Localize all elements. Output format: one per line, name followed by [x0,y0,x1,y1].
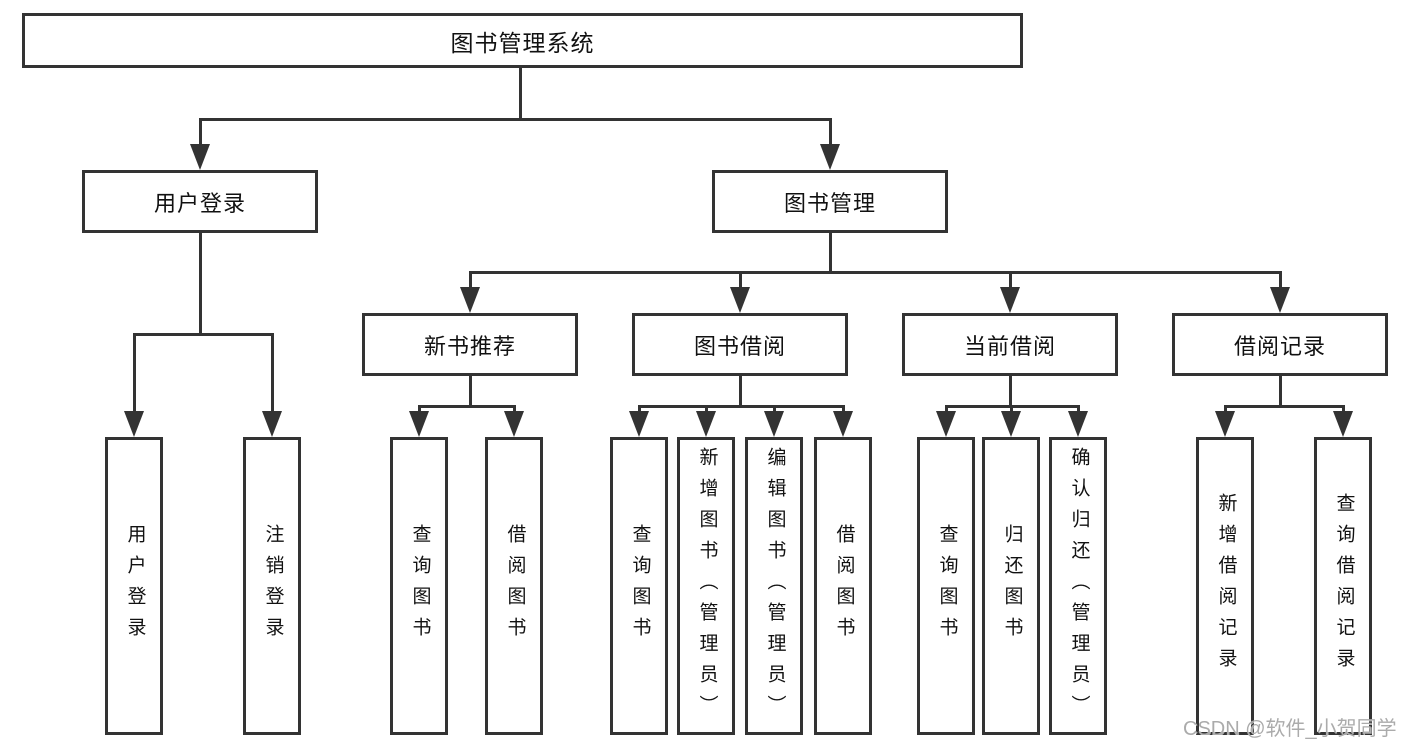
leaf-user-login: 用户登录 [105,437,163,735]
connector-line [1009,376,1012,407]
leaf-query-books-borrowing: 查询图书 [610,437,668,735]
node-label: 用户登录 [153,190,246,216]
connector-line [739,376,742,407]
arrow-down-icon [764,411,784,437]
connector-line [271,333,274,413]
arrow-down-icon [460,287,480,313]
leaf-logout: 注销登录 [243,437,301,735]
leaf-confirm-return-admin: 确认归还（管理员） [1049,437,1107,735]
arrow-down-icon [820,144,840,170]
node-label: 新增借阅记录 [1215,493,1237,679]
arrow-down-icon [190,144,210,170]
arrow-down-icon [504,411,524,437]
node-label: 图书管理系统 [450,29,595,56]
arrow-down-icon [1000,287,1020,313]
connector-line [842,405,845,415]
leaf-query-books-recommend: 查询图书 [390,437,448,735]
node-label: 编辑图书（管理员） [764,446,786,726]
connector-line [469,376,472,407]
connector-line [1224,405,1227,415]
leaf-query-books-current: 查询图书 [917,437,975,735]
leaf-add-borrow-record: 新增借阅记录 [1196,437,1254,735]
connector-line [829,118,832,146]
node-current-borrowing: 当前借阅 [902,313,1118,376]
arrow-down-icon [262,411,282,437]
connector-line [945,405,948,415]
arrow-down-icon [629,411,649,437]
leaf-add-books-admin: 新增图书（管理员） [677,437,735,735]
leaf-query-borrow-record: 查询借阅记录 [1314,437,1372,735]
arrow-down-icon [1333,411,1353,437]
connector-line [199,118,832,121]
node-book-management: 图书管理 [712,170,948,233]
node-borrowing-records: 借阅记录 [1172,313,1388,376]
leaf-borrow-books-recommend: 借阅图书 [485,437,543,735]
node-label: 图书管理 [783,190,876,216]
arrow-down-icon [696,411,716,437]
connector-line [199,118,202,146]
connector-line [1342,405,1345,415]
arrow-down-icon [409,411,429,437]
connector-line [133,333,274,336]
connector-line [773,405,776,415]
connector-line [1279,271,1282,289]
arrow-down-icon [833,411,853,437]
connector-line [705,405,708,415]
connector-line [1009,271,1012,289]
leaf-borrow-books: 借阅图书 [814,437,872,735]
node-label: 借阅记录 [1233,333,1326,359]
node-label: 查询图书 [409,524,431,648]
connector-line [1224,405,1344,408]
connector-line [513,405,516,415]
connector-line [199,233,202,335]
node-label: 查询借阅记录 [1333,493,1355,679]
connector-line [739,271,742,289]
node-library-management-system: 图书管理系统 [22,13,1023,68]
connector-line [1279,376,1282,407]
node-new-book-recommend: 新书推荐 [362,313,578,376]
connector-line [133,333,136,413]
node-label: 用户登录 [124,524,146,648]
node-book-borrowing: 图书借阅 [632,313,848,376]
csdn-watermark: CSDN @软件_小贺同学 [1183,718,1397,740]
node-user-login-group: 用户登录 [82,170,318,233]
node-label: 图书借阅 [693,333,786,359]
arrow-down-icon [124,411,144,437]
arrow-down-icon [1270,287,1290,313]
leaf-return-books: 归还图书 [982,437,1040,735]
node-label: 借阅图书 [833,524,855,648]
arrow-down-icon [1068,411,1088,437]
node-label: 确认归还（管理员） [1068,446,1090,726]
connector-line [469,271,1282,274]
connector-line [519,68,522,120]
node-label: 当前借阅 [963,333,1056,359]
node-label: 查询图书 [629,524,651,648]
node-label: 查询图书 [936,524,958,648]
connector-line [1077,405,1080,415]
connector-line [638,405,641,415]
node-label: 注销登录 [262,524,284,648]
connector-line [1010,405,1013,415]
connector-line [418,405,515,408]
node-label: 归还图书 [1001,524,1023,648]
leaf-edit-books-admin: 编辑图书（管理员） [745,437,803,735]
connector-line [829,233,832,274]
node-label: 新增图书（管理员） [696,446,718,726]
connector-line [418,405,421,415]
node-label: 借阅图书 [504,524,526,648]
connector-line [638,405,844,408]
connector-line [469,271,472,289]
arrow-down-icon [730,287,750,313]
arrow-down-icon [936,411,956,437]
node-label: 新书推荐 [423,333,516,359]
arrow-down-icon [1215,411,1235,437]
arrow-down-icon [1001,411,1021,437]
